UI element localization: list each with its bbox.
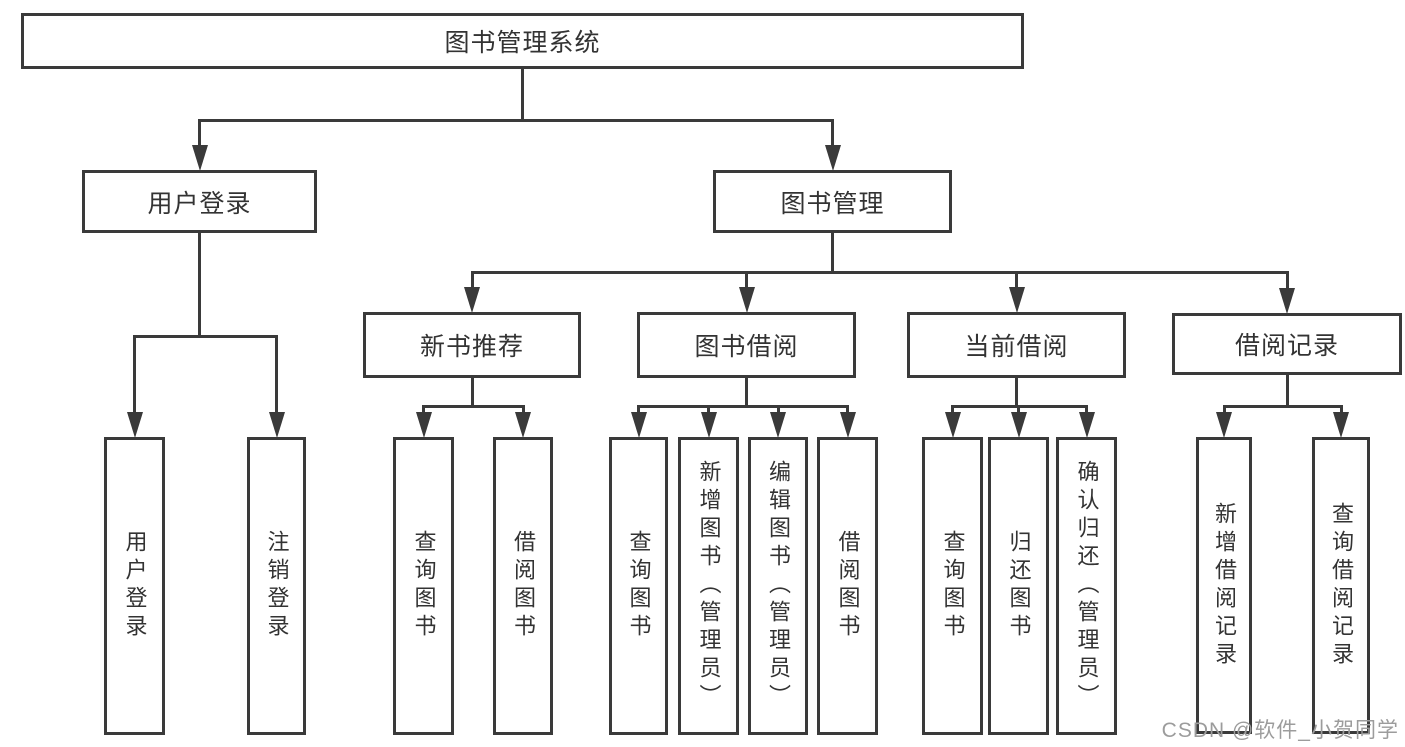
node-label-leaf-add-book: 新增图书（管理员） [696,460,722,712]
connector-drop-user-login [198,120,201,150]
arrow-down-icon-leaf-query-book-2 [630,412,647,438]
arrow-down-icon-leaf-return-book [1010,412,1027,438]
connector-drop-leaf-logout [275,336,278,417]
node-label-user-login: 用户登录 [147,189,252,218]
connector-drop-leaf-edit-book [776,406,780,417]
node-label-leaf-confirm-return: 确认归还（管理员） [1074,460,1100,712]
node-leaf-confirm-return: 确认归还（管理员） [1056,437,1117,735]
connector-stub-borrow-records [1285,375,1289,406]
connector-drop-leaf-return-book [1017,406,1020,417]
arrow-down-icon-leaf-query-borrow-record [1333,412,1349,438]
node-label-borrow-records: 借阅记录 [1234,332,1339,360]
node-leaf-add-book: 新增图书（管理员） [678,437,739,735]
node-label-new-book-recommend: 新书推荐 [419,333,524,361]
node-label-leaf-borrow-book-2: 借阅图书 [835,530,861,642]
connector-stub-book-management [831,233,834,272]
connector-drop-leaf-confirm-return [1085,406,1088,417]
connector-drop-new-book-recommend [470,272,474,292]
node-leaf-query-borrow-record: 查询借阅记录 [1312,437,1370,734]
node-leaf-query-book-2: 查询图书 [609,437,668,735]
connector-drop-leaf-borrow-book-2 [846,406,849,417]
arrow-down-icon-leaf-edit-book [770,412,786,438]
node-leaf-add-borrow-record: 新增借阅记录 [1196,437,1252,734]
arrow-down-icon-leaf-add-borrow-record [1216,412,1232,438]
node-root: 图书管理系统 [21,13,1024,69]
node-label-leaf-logout: 注销登录 [264,530,290,642]
connector-rail-new-book-recommend [422,404,525,408]
node-label-root: 图书管理系统 [444,29,601,57]
connector-drop-borrow-records [1285,272,1289,293]
arrow-down-icon-leaf-query-book-3 [944,412,961,438]
connector-stub-current-borrow [1015,378,1018,406]
node-book-management: 图书管理 [713,170,952,233]
node-label-leaf-borrow-book-1: 借阅图书 [511,530,536,642]
connector-drop-leaf-query-book-3 [951,406,954,417]
node-user-login: 用户登录 [82,170,317,233]
arrow-down-icon-leaf-add-book [700,412,717,438]
node-borrow-records: 借阅记录 [1172,313,1402,375]
connector-drop-leaf-user-login [133,336,136,417]
connector-drop-leaf-query-borrow-record [1339,406,1343,417]
node-leaf-user-login: 用户登录 [104,437,165,735]
node-label-leaf-edit-book: 编辑图书（管理员） [766,460,791,712]
node-label-book-borrow: 图书借阅 [694,333,799,361]
connector-drop-book-borrow [745,272,748,292]
connector-rail-borrow-records [1222,404,1343,408]
connector-drop-leaf-borrow-book-1 [521,406,525,417]
node-label-current-borrow: 当前借阅 [964,333,1069,361]
node-leaf-query-book-3: 查询图书 [922,437,983,735]
node-current-borrow: 当前借阅 [907,312,1126,378]
csdn-watermark: CSDN @软件_小贺同学 [1161,719,1399,742]
connector-drop-leaf-query-book-2 [637,406,640,417]
node-label-leaf-query-book-3: 查询图书 [940,530,966,642]
node-leaf-borrow-book-2: 借阅图书 [817,437,878,735]
arrow-down-icon-book-borrow [738,287,755,313]
connector-drop-leaf-query-book-1 [422,406,425,417]
arrow-down-icon-leaf-borrow-book-2 [839,412,856,438]
node-label-leaf-add-borrow-record: 新增借阅记录 [1212,501,1237,670]
connector-stub-root [521,69,524,120]
node-leaf-query-book-1: 查询图书 [393,437,454,735]
node-label-leaf-query-book-1: 查询图书 [411,530,437,642]
node-book-borrow: 图书借阅 [637,312,856,378]
connector-stub-book-borrow [745,378,748,406]
node-label-leaf-user-login: 用户登录 [122,530,148,642]
node-label-leaf-query-book-2: 查询图书 [626,530,652,642]
node-leaf-edit-book: 编辑图书（管理员） [748,437,808,735]
node-label-book-management: 图书管理 [780,189,885,218]
node-leaf-logout: 注销登录 [247,437,306,735]
arrow-down-icon-leaf-user-login [126,412,143,438]
arrow-down-icon-leaf-borrow-book-1 [515,412,531,438]
node-new-book-recommend: 新书推荐 [363,312,581,378]
connector-stub-new-book-recommend [470,378,474,406]
arrow-down-icon-leaf-logout [268,412,285,438]
connector-drop-leaf-add-book [707,406,710,417]
arrow-down-icon-current-borrow [1008,287,1025,313]
connector-stub-user-login [198,233,201,336]
connector-drop-leaf-add-borrow-record [1222,406,1226,417]
arrow-down-icon-new-book-recommend [464,287,480,313]
node-label-leaf-query-borrow-record: 查询借阅记录 [1329,501,1354,670]
connector-rail-book-management [470,270,1289,274]
arrow-down-icon-user-login [191,145,208,171]
arrow-down-icon-leaf-query-book-1 [415,412,432,438]
node-leaf-return-book: 归还图书 [988,437,1049,735]
connector-drop-current-borrow [1015,272,1018,292]
node-label-leaf-return-book: 归还图书 [1006,530,1032,642]
arrow-down-icon-borrow-records [1279,288,1295,314]
connector-rail-user-login [133,334,278,338]
connector-drop-book-management [831,120,834,150]
arrow-down-icon-leaf-confirm-return [1078,412,1095,438]
node-leaf-borrow-book-1: 借阅图书 [493,437,553,735]
connector-rail-book-borrow [637,404,849,408]
connector-rail-root [198,118,834,122]
arrow-down-icon-book-management [824,145,841,171]
